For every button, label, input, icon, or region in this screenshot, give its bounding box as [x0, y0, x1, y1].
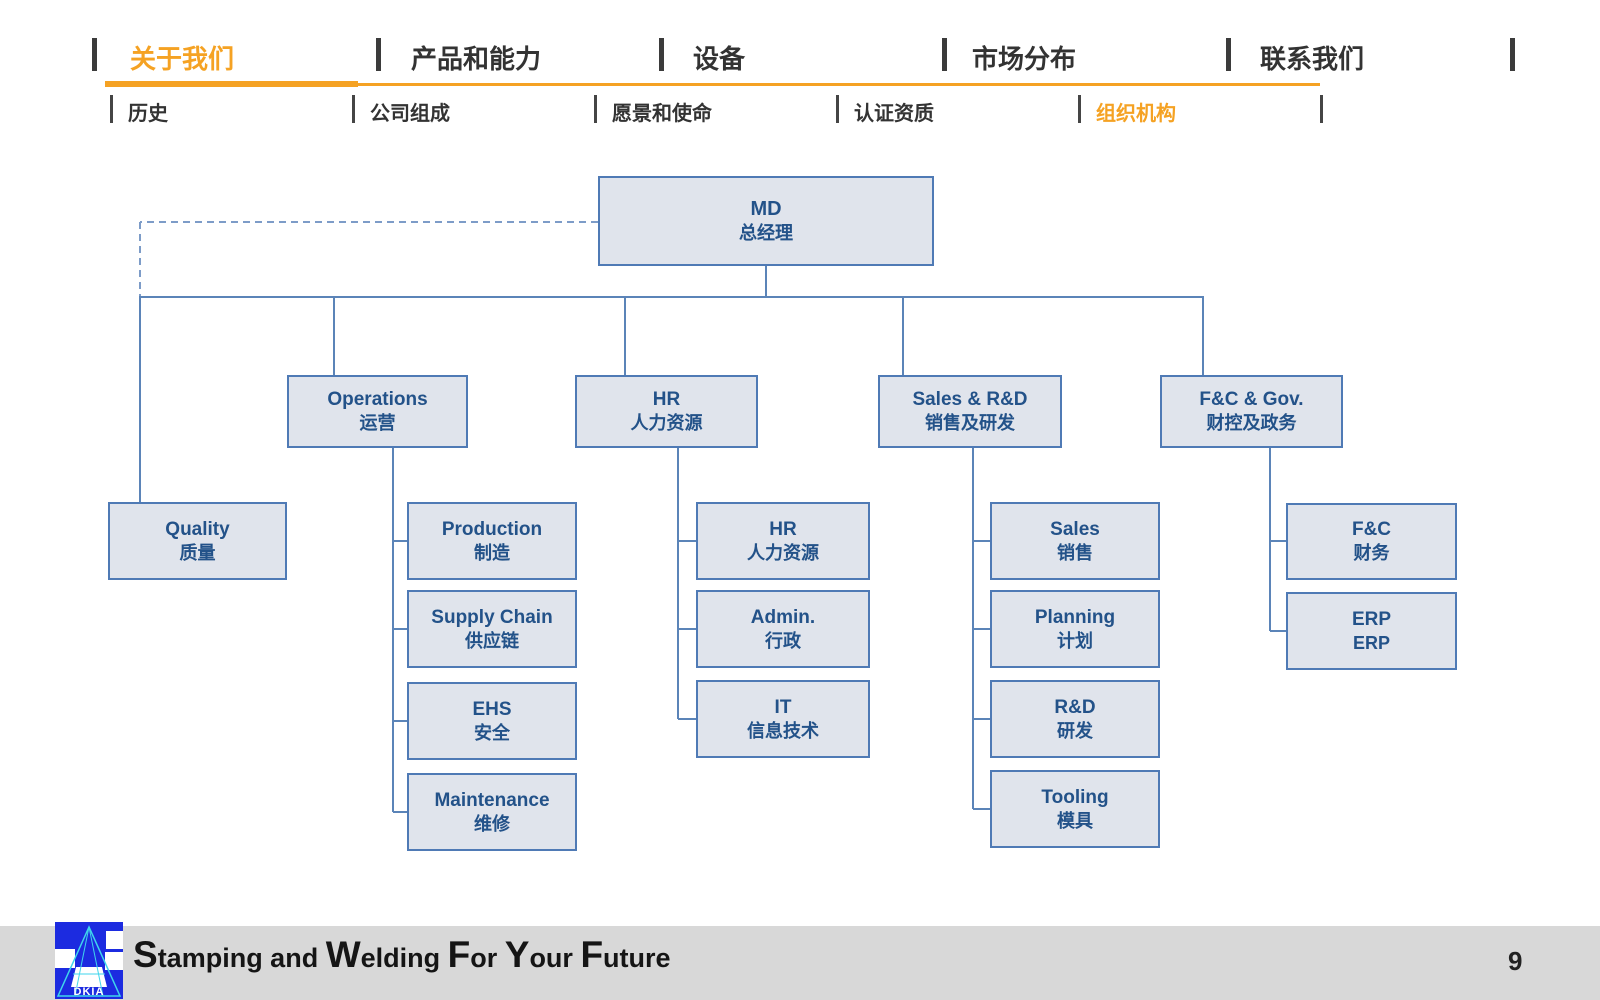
- page-number: 9: [1508, 946, 1523, 976]
- org-node-hr: HR 人力资源: [575, 375, 758, 448]
- org-node-admin-subtitle: 行政: [765, 630, 801, 651]
- org-node-fc-gov: F&C & Gov. 财控及政务: [1160, 375, 1343, 448]
- subnav-separator: [352, 95, 355, 123]
- subnav-separator: [1078, 95, 1081, 123]
- logo-notch-right: [105, 952, 123, 970]
- dkia-logo: DKIA: [55, 922, 123, 999]
- org-node-production-subtitle: 制造: [474, 542, 510, 563]
- org-node-hr-sub: HR 人力资源: [696, 502, 870, 580]
- subnav-item-composition[interactable]: 公司组成: [370, 103, 450, 125]
- org-node-hr-sub-title: HR: [769, 518, 797, 540]
- org-node-it-subtitle: 信息技术: [747, 720, 819, 741]
- org-node-supply-chain-subtitle: 供应链: [465, 630, 519, 651]
- subnav-item-vision[interactable]: 愿景和使命: [612, 103, 712, 125]
- nav-separator: [1510, 38, 1515, 71]
- org-node-planning: Planning 计划: [990, 590, 1160, 668]
- logo-notch-top-right: [106, 931, 123, 949]
- org-node-it: IT 信息技术: [696, 680, 870, 758]
- org-node-hr-sub-subtitle: 人力资源: [747, 542, 819, 563]
- org-node-md-subtitle: 总经理: [739, 223, 793, 244]
- org-node-sales-rd-subtitle: 销售及研发: [925, 413, 1015, 434]
- org-node-tooling: Tooling 模具: [990, 770, 1160, 848]
- subnav-separator: [1320, 95, 1323, 123]
- org-node-maintenance-title: Maintenance: [434, 789, 550, 811]
- org-node-ehs-subtitle: 安全: [474, 722, 510, 743]
- org-node-production-title: Production: [441, 518, 543, 540]
- org-node-ehs: EHS 安全: [407, 682, 577, 760]
- org-node-operations-subtitle: 运营: [359, 413, 396, 434]
- nav-separator: [376, 38, 381, 71]
- logo-text: DKIA: [73, 986, 105, 998]
- subnav-item-organization[interactable]: 组织机构: [1096, 103, 1176, 125]
- org-node-fc-gov-subtitle: 财控及政务: [1206, 413, 1297, 434]
- org-node-maintenance-subtitle: 维修: [474, 813, 510, 834]
- nav-tab-markets[interactable]: 市场分布: [972, 44, 1077, 74]
- org-node-supply-chain: Supply Chain 供应链: [407, 590, 577, 668]
- footer-band: [0, 926, 1600, 1000]
- nav-tab-about-us[interactable]: 关于我们: [130, 44, 235, 74]
- org-node-fc-gov-title: F&C & Gov.: [1199, 389, 1304, 411]
- org-node-operations-title: Operations: [327, 389, 428, 411]
- org-node-hr-title: HR: [652, 389, 681, 411]
- subnav-separator: [110, 95, 113, 123]
- org-node-production: Production 制造: [407, 502, 577, 580]
- nav-separator: [92, 38, 97, 71]
- org-node-sales-rd-title: Sales & R&D: [912, 389, 1028, 411]
- org-node-md: MD 总经理: [598, 176, 934, 266]
- logo-triangle-icon: [56, 925, 122, 997]
- org-node-operations: Operations 运营: [287, 375, 468, 448]
- org-node-it-title: IT: [774, 696, 792, 718]
- active-tab-underline: [105, 81, 358, 87]
- org-node-fc-subtitle: 财务: [1353, 543, 1390, 564]
- org-node-supply-chain-title: Supply Chain: [431, 606, 553, 628]
- subnav-separator: [594, 95, 597, 123]
- nav-separator: [942, 38, 947, 71]
- nav-underline: [358, 83, 1320, 86]
- nav-tab-equipment[interactable]: 设备: [693, 44, 746, 74]
- org-node-tooling-subtitle: 模具: [1057, 810, 1093, 831]
- org-node-quality-title: Quality: [165, 518, 230, 540]
- nav-tab-contact-us[interactable]: 联系我们: [1260, 44, 1365, 74]
- subnav-item-certification[interactable]: 认证资质: [854, 103, 934, 125]
- subnav-separator: [836, 95, 839, 123]
- org-node-sales: Sales 销售: [990, 502, 1160, 580]
- org-node-fc: F&C 财务: [1286, 503, 1457, 580]
- nav-separator: [1226, 38, 1231, 71]
- org-node-hr-subtitle: 人力资源: [630, 413, 703, 434]
- org-node-planning-subtitle: 计划: [1057, 630, 1093, 651]
- org-node-sales-rd: Sales & R&D 销售及研发: [878, 375, 1062, 448]
- org-node-erp-subtitle: ERP: [1352, 632, 1390, 653]
- org-node-md-title: MD: [750, 197, 782, 220]
- org-node-admin: Admin. 行政: [696, 590, 870, 668]
- org-node-maintenance: Maintenance 维修: [407, 773, 577, 851]
- org-node-sales-subtitle: 销售: [1057, 542, 1093, 563]
- org-node-rd-title: R&D: [1054, 696, 1096, 718]
- org-node-ehs-title: EHS: [472, 698, 512, 720]
- logo-notch-left: [55, 949, 75, 968]
- org-node-sales-title: Sales: [1050, 518, 1100, 540]
- subnav-item-history[interactable]: 历史: [128, 103, 168, 125]
- nav-separator: [659, 38, 664, 71]
- org-node-rd-subtitle: 研发: [1057, 720, 1093, 741]
- org-node-quality: Quality 质量: [108, 502, 287, 580]
- org-node-fc-title: F&C: [1351, 519, 1392, 541]
- org-node-planning-title: Planning: [1034, 606, 1116, 628]
- org-node-erp-title: ERP: [1351, 608, 1392, 630]
- org-node-quality-subtitle: 质量: [179, 542, 216, 563]
- nav-tab-products[interactable]: 产品和能力: [411, 44, 542, 74]
- org-node-rd: R&D 研发: [990, 680, 1160, 758]
- footer-slogan: Stamping and Welding For Your Future: [133, 934, 671, 975]
- org-node-admin-title: Admin.: [750, 606, 816, 628]
- org-node-tooling-title: Tooling: [1041, 786, 1109, 808]
- org-node-erp: ERP ERP: [1286, 592, 1457, 670]
